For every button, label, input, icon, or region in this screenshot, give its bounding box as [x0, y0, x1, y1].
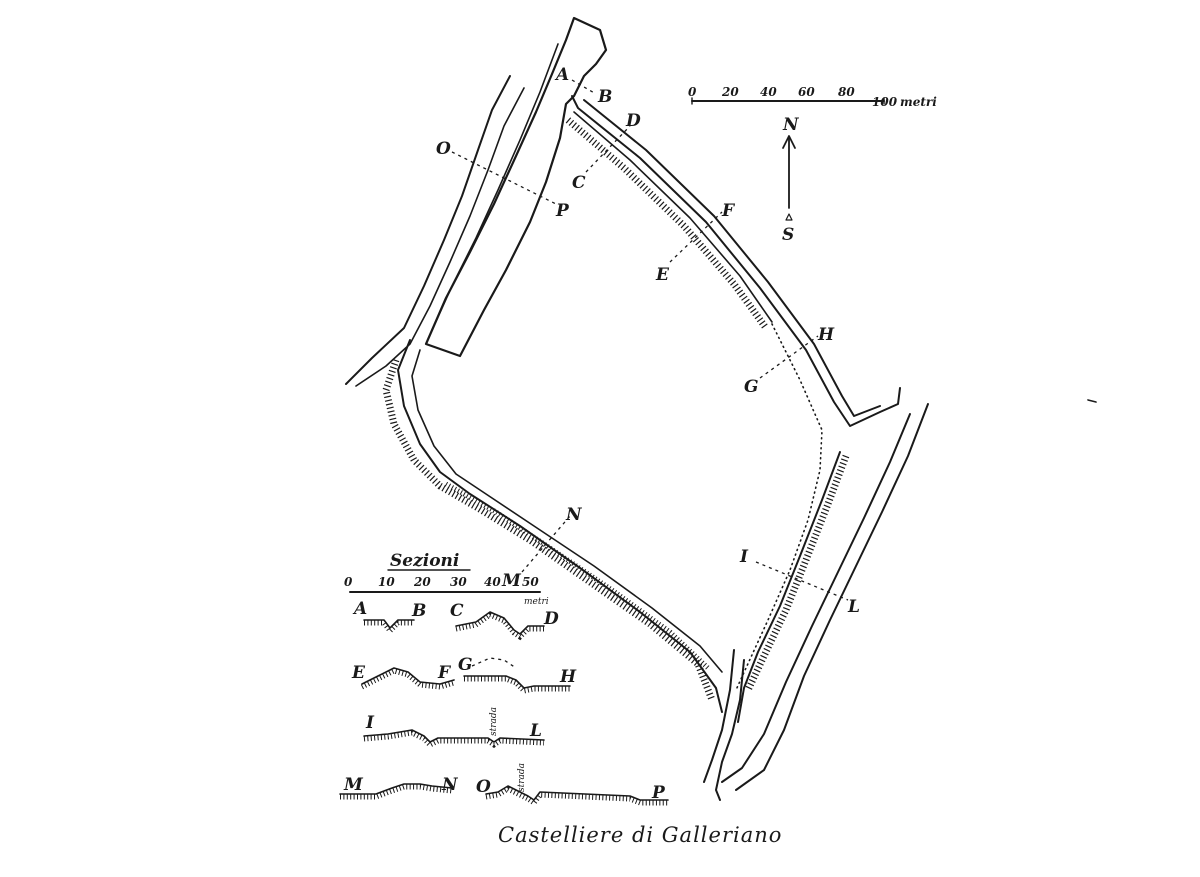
section-line-o-p: O P — [436, 139, 570, 221]
scale-tick-0: 0 — [688, 85, 697, 99]
label-h: H — [817, 325, 835, 345]
label-n: N — [565, 505, 583, 525]
sections-tick-20: 20 — [413, 575, 431, 589]
sections-tick-30: 30 — [450, 575, 467, 589]
label-a: A — [554, 65, 569, 85]
label-e: E — [655, 265, 670, 285]
profile-e-f: E F — [351, 663, 455, 690]
section-line-e-f: E F — [655, 201, 736, 285]
svg-text:P: P — [651, 783, 666, 803]
scale-tick-80: 80 — [838, 85, 855, 99]
sections-heading: Sezioni — [390, 551, 459, 571]
svg-text:C: C — [450, 601, 464, 621]
svg-text:G: G — [458, 655, 473, 675]
map-title: Castelliere di Galleriano — [498, 823, 782, 847]
road-note-i-l: strada — [489, 707, 499, 736]
label-d: D — [625, 111, 641, 131]
profile-a-b: A B — [352, 599, 426, 635]
sections-unit: metri — [524, 597, 549, 607]
label-f: F — [721, 201, 736, 221]
section-line-g-h: G H — [744, 325, 835, 397]
sections-tick-50: 50 — [522, 575, 539, 589]
label-l: L — [847, 597, 860, 617]
north-label: N — [782, 115, 800, 135]
scale-bar: 0 20 40 60 80 100 metri — [688, 85, 937, 109]
label-b: B — [597, 87, 612, 107]
svg-text:L: L — [529, 721, 542, 741]
section-line-m-n: M N — [501, 505, 583, 591]
label-g: G — [744, 377, 759, 397]
scale-tick-60: 60 — [798, 85, 815, 99]
sections-tick-40: 40 — [484, 575, 501, 589]
label-i: I — [739, 547, 749, 567]
svg-text:E: E — [351, 663, 366, 683]
svg-text:M: M — [343, 775, 364, 795]
profile-o-p: O P strada — [476, 763, 669, 807]
section-line-c-d: C D — [572, 111, 641, 193]
svg-text:H: H — [559, 667, 577, 687]
sections-panel: Sezioni 0 10 20 30 40 50 metri A B C D E… — [339, 551, 669, 807]
profile-m-n: M N — [339, 775, 459, 800]
scale-tick-100: 100 — [872, 95, 898, 109]
scale-tick-20: 20 — [721, 85, 739, 99]
sections-tick-0: 0 — [344, 575, 353, 589]
svg-text:D: D — [543, 609, 559, 629]
label-m: M — [501, 571, 522, 591]
enclosure-outline — [345, 16, 1097, 801]
label-c: C — [572, 173, 586, 193]
svg-text:F: F — [437, 663, 452, 683]
profile-c-d: C D — [450, 601, 559, 641]
road-note-o-p: strada — [517, 763, 527, 792]
section-line-a-b: A B — [554, 65, 612, 107]
south-label: S — [782, 225, 794, 245]
profile-g-h: G H — [458, 655, 577, 694]
svg-text:B: B — [411, 601, 426, 621]
label-o: O — [436, 139, 451, 159]
label-p: P — [555, 201, 570, 221]
section-line-i-l: I L — [739, 547, 860, 617]
scale-tick-40: 40 — [760, 85, 777, 99]
sections-tick-10: 10 — [378, 575, 395, 589]
section-lines: A B C D E F G H I L M N O — [436, 65, 860, 617]
svg-text:O: O — [476, 777, 491, 797]
profile-i-l: I L strada — [363, 707, 545, 749]
svg-text:I: I — [365, 713, 375, 733]
svg-text:N: N — [441, 775, 459, 795]
scale-unit: metri — [900, 95, 937, 109]
north-arrow: N S — [782, 115, 800, 245]
svg-text:A: A — [352, 599, 367, 619]
